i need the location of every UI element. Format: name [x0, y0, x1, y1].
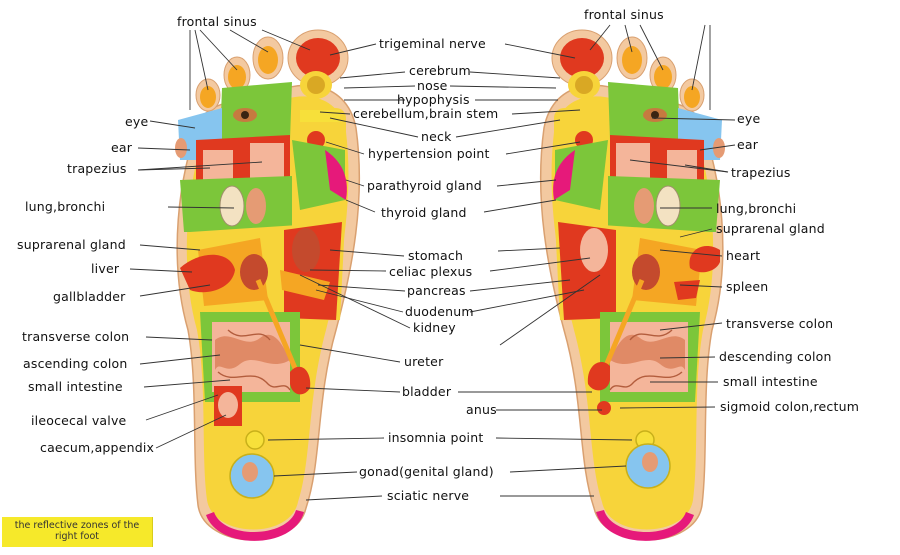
ileocecal-valve-label: ileocecal valve — [31, 413, 127, 428]
hypophysis-label: hypophysis — [397, 92, 470, 107]
small-intestine-left-label: small intestine — [28, 379, 123, 394]
parathyroid-gland-label: parathyroid gland — [367, 178, 482, 193]
eye-right-label: eye — [737, 111, 761, 126]
spleen-label: spleen — [726, 279, 769, 294]
ureter-label: ureter — [404, 354, 444, 369]
cerebrum-label: cerebrum — [409, 63, 471, 78]
transverse-colon-left-label: transverse colon — [22, 329, 130, 344]
cerebellum-brain-stem-label: cerebellum,brain stem — [353, 106, 499, 121]
caption-box: the reflective zones of the right foot — [2, 517, 153, 547]
gonad-label: gonad(genital gland) — [359, 464, 494, 479]
neck-label: neck — [421, 129, 452, 144]
ear-right-label: ear — [737, 137, 759, 152]
ear-left-label: ear — [111, 140, 133, 155]
sigmoid-colon-rectum-label: sigmoid colon,rectum — [720, 399, 860, 414]
insomnia-point-label: insomnia point — [388, 430, 484, 445]
liver-label: liver — [91, 261, 120, 276]
trapezius-right-label: trapezius — [731, 165, 791, 180]
suprarenal-gland-left-label: suprarenal gland — [17, 237, 126, 252]
trapezius-left-label: trapezius — [67, 161, 127, 176]
transverse-colon-right-label: transverse colon — [726, 316, 834, 331]
bladder-label: bladder — [402, 384, 452, 399]
right-foot — [539, 29, 725, 541]
thyroid-gland-label: thyroid gland — [381, 205, 467, 220]
duodenum-label: duodenum — [405, 304, 474, 319]
frontal-sinus-left-label: frontal sinus — [177, 14, 257, 29]
heart-label: heart — [726, 248, 761, 263]
nose-label: nose — [417, 78, 448, 93]
suprarenal-gland-right-label: suprarenal gland — [716, 221, 825, 236]
anus-label: anus — [466, 402, 497, 417]
lung-bronchi-right-label: lung,bronchi — [716, 201, 797, 216]
celiac-plexus-label: celiac plexus — [389, 264, 473, 279]
left-foot — [175, 29, 361, 541]
pancreas-label: pancreas — [407, 283, 466, 298]
lung-bronchi-left-label: lung,bronchi — [25, 199, 106, 214]
kidney-label: kidney — [413, 320, 456, 335]
frontal-sinus-right-label: frontal sinus — [584, 7, 664, 22]
leader-lines — [129, 24, 736, 501]
hypertension-point-label: hypertension point — [368, 146, 490, 161]
trigeminal-nerve-label: trigeminal nerve — [379, 36, 486, 51]
eye-left-label: eye — [125, 114, 149, 129]
caption-text: the reflective zones of the right foot — [14, 520, 140, 542]
descending-colon-label: descending colon — [719, 349, 832, 364]
gallbladder-label: gallbladder — [53, 289, 126, 304]
stomach-label: stomach — [408, 248, 464, 263]
sciatic-nerve-label: sciatic nerve — [387, 488, 470, 503]
small-intestine-right-label: small intestine — [723, 374, 818, 389]
caecum-appendix-label: caecum,appendix — [40, 440, 155, 455]
ascending-colon-label: ascending colon — [23, 356, 128, 371]
